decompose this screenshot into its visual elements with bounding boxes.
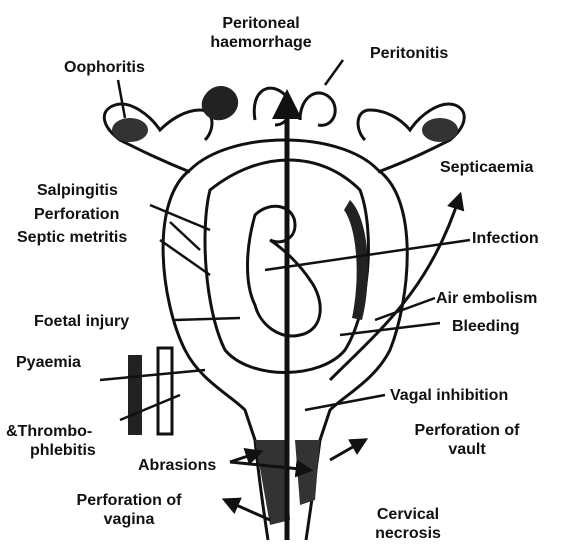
label-thrombophlebitis: &Thrombo- phlebitis	[6, 422, 96, 460]
label-vagina-line2: vagina	[54, 510, 204, 529]
label-vault-line2: vault	[392, 440, 542, 459]
label-bleeding: Bleeding	[452, 317, 520, 336]
label-septic-metritis: Septic metritis	[17, 228, 127, 247]
abrasions-arrows	[225, 440, 365, 520]
label-peritonitis: Peritonitis	[370, 44, 448, 63]
label-thrombo-line1: &Thrombo-	[6, 422, 96, 441]
foetus	[248, 206, 321, 336]
instrument-light	[158, 348, 172, 434]
label-necrosis-line2: necrosis	[358, 524, 458, 543]
label-haemorrhage-line2: haemorrhage	[196, 33, 326, 52]
label-vagal-inhibition: Vagal inhibition	[390, 386, 508, 405]
label-septicaemia: Septicaemia	[440, 158, 533, 177]
label-salpingitis: Salpingitis	[37, 181, 118, 200]
left-ovary	[112, 118, 148, 142]
coiled-tube-loops	[254, 88, 335, 125]
label-vault-line1: Perforation of	[392, 421, 542, 440]
label-vagina-line1: Perforation of	[54, 491, 204, 510]
label-cervical-necrosis: Cervical necrosis	[358, 505, 458, 543]
label-infection: Infection	[472, 229, 539, 248]
label-peritoneal-line1: Peritoneal	[196, 14, 326, 33]
label-phlebitis-line2: phlebitis	[6, 441, 96, 460]
label-perforation-of-vagina: Perforation of vagina	[54, 491, 204, 529]
shaded-uterine-wall	[344, 200, 368, 320]
label-air-embolism: Air embolism	[436, 289, 537, 308]
haemorrhage-blotch	[202, 86, 238, 120]
label-perforation-of-vault: Perforation of vault	[392, 421, 542, 459]
label-foetal-injury: Foetal injury	[34, 312, 129, 331]
right-ovary	[422, 118, 458, 142]
instrument-dark	[128, 355, 142, 435]
label-cervical-line1: Cervical	[358, 505, 458, 524]
label-oophoritis: Oophoritis	[64, 58, 145, 77]
label-abrasions: Abrasions	[138, 456, 216, 475]
label-peritoneal-haemorrhage: Peritoneal haemorrhage	[196, 14, 326, 52]
label-pyaemia: Pyaemia	[16, 353, 81, 372]
label-perforation: Perforation	[34, 205, 119, 224]
septicaemia-arrow	[330, 195, 460, 380]
